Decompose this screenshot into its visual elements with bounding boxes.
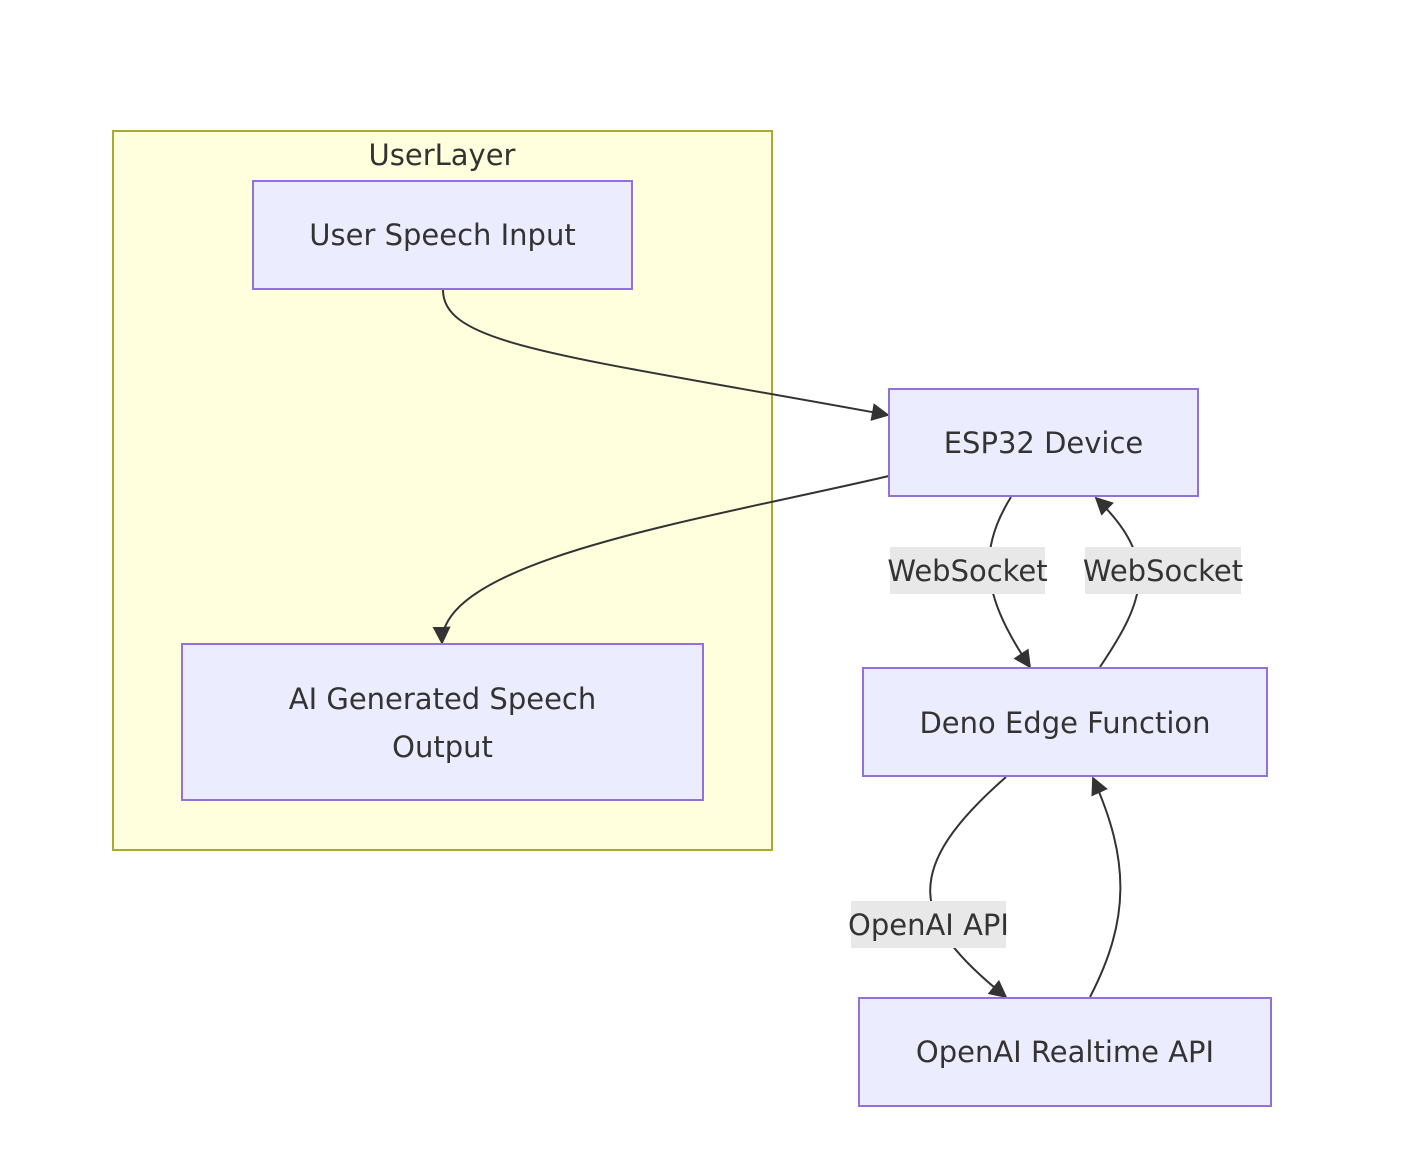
edge-esp32-to-ai-output (432, 475, 890, 645)
edge-label-deno-to-esp32: WebSocket (1083, 547, 1243, 594)
node-esp32-device: ESP32 Device (888, 388, 1199, 497)
node-label: User Speech Input (309, 218, 575, 252)
edge-label-esp32-to-deno: WebSocket (887, 547, 1048, 594)
node-openai-realtime-api: OpenAI Realtime API (858, 997, 1272, 1107)
edge-label-openai-api: OpenAI API (848, 908, 1009, 942)
cluster-user-layer-label: UserLayer (369, 138, 516, 172)
node-box (252, 180, 633, 290)
edge-user-input-to-esp32 (442, 289, 890, 421)
edge-deno-to-openai (929, 776, 1008, 999)
node-label-line-2: Output (392, 730, 493, 764)
node-box (181, 643, 704, 801)
node-user-speech-input: User Speech Input (252, 180, 633, 290)
edge-label-bg (1085, 547, 1241, 594)
node-label: ESP32 Device (944, 426, 1144, 460)
edge-label-bg (890, 547, 1045, 594)
node-label: Deno Edge Function (919, 706, 1210, 740)
node-box (858, 997, 1272, 1107)
node-box (862, 667, 1268, 777)
node-label-line-1: AI Generated Speech (289, 682, 597, 716)
node-deno-edge-function: Deno Edge Function (862, 667, 1268, 777)
node-box (888, 388, 1199, 497)
edge-label-websocket-up: WebSocket (1083, 554, 1243, 588)
node-label: OpenAI Realtime API (916, 1035, 1214, 1069)
edge-label-bg (851, 901, 1006, 948)
node-ai-generated-speech-output: AI Generated Speech Output (181, 643, 704, 801)
edge-label-deno-to-openai: OpenAI API (848, 901, 1009, 948)
edge-openai-to-deno (1089, 776, 1122, 998)
edge-label-websocket-down: WebSocket (887, 554, 1047, 588)
